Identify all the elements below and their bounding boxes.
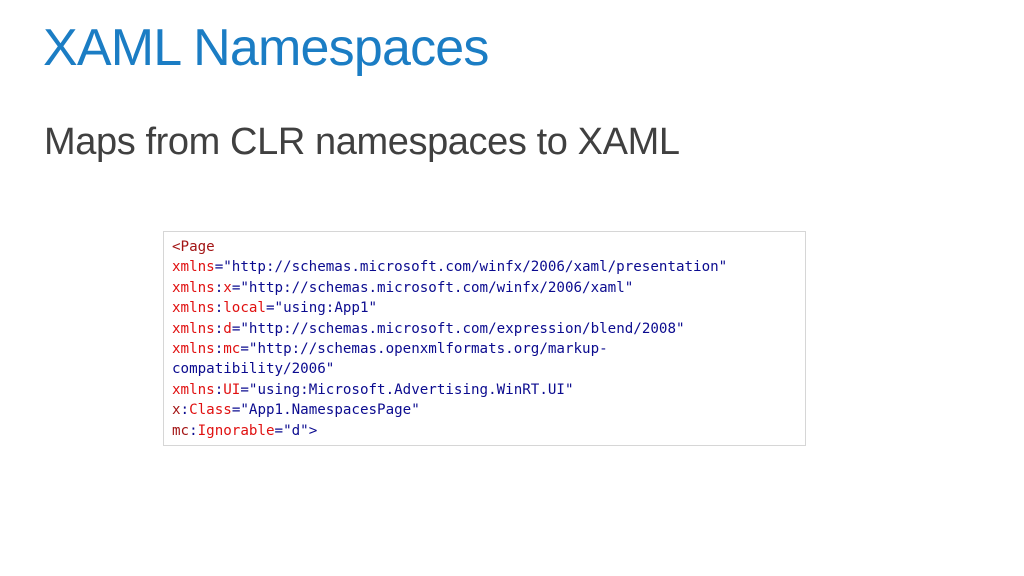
code-line: xmlns:d="http://schemas.microsoft.com/ex… [172, 319, 797, 339]
code-token-attr: xmlns [172, 381, 215, 398]
code-line: xmlns="http://schemas.microsoft.com/winf… [172, 257, 797, 277]
code-token-punct: : [214, 381, 224, 398]
code-token-attr: mc [223, 340, 241, 357]
code-token-punct: > [308, 422, 318, 439]
code-token-punct: = [240, 381, 249, 398]
code-line: xmlns:mc="http://schemas.openxmlformats.… [172, 339, 797, 359]
code-token-attr: xmlns [172, 259, 215, 276]
code-line: <Page [172, 237, 797, 257]
code-token-punct: = [231, 320, 241, 337]
code-token-punct: = [274, 422, 284, 439]
slide-title: XAML Namespaces [43, 19, 489, 77]
code-token-str: "App1.NamespacesPage" [240, 402, 420, 419]
code-token-attr: xmlns [172, 279, 215, 296]
code-token-punct: = [231, 279, 241, 296]
code-token-punct: = [265, 300, 275, 317]
code-line: xmlns:local="using:App1" [172, 298, 797, 318]
code-token-str: "using:Microsoft.Advertising.WinRT.UI" [248, 381, 574, 398]
code-token-tag: <Page [172, 239, 215, 255]
code-token-punct: = [231, 402, 241, 419]
code-token-punct: = [214, 259, 224, 276]
code-token-punct: : [180, 402, 190, 419]
code-token-attr: UI [223, 381, 241, 398]
slide-subtitle: Maps from CLR namespaces to XAML [44, 121, 680, 163]
code-line: mc:Ignorable="d"> [172, 421, 797, 441]
code-line: compatibility/2006" [172, 359, 797, 379]
code-token-attr: Ignorable [197, 422, 275, 439]
code-token-str: "using:App1" [274, 300, 378, 317]
code-token-prefix: x [172, 402, 181, 419]
code-token-punct: : [214, 340, 224, 357]
code-token-str: "http://schemas.openxmlformats.org/marku… [248, 340, 608, 357]
code-token-attr: d [223, 320, 232, 337]
code-token-punct: : [214, 320, 224, 337]
code-token-str: "http://schemas.microsoft.com/expression… [240, 320, 685, 337]
code-token-attr: local [223, 300, 266, 317]
code-token-str: "d" [283, 422, 309, 439]
code-token-attr: xmlns [172, 340, 215, 357]
code-token-attr: xmlns [172, 300, 215, 317]
code-token-attr: x [223, 279, 232, 296]
code-token-punct: = [240, 340, 249, 357]
code-token-punct: : [214, 279, 224, 296]
code-token-str: "http://schemas.microsoft.com/winfx/2006… [240, 279, 634, 296]
code-line: xmlns:UI="using:Microsoft.Advertising.Wi… [172, 380, 797, 400]
code-line: x:Class="App1.NamespacesPage" [172, 400, 797, 420]
code-token-attr: xmlns [172, 320, 215, 337]
code-token-punct: : [214, 300, 224, 317]
code-token-punct: : [189, 422, 198, 439]
code-token-str: "http://schemas.microsoft.com/winfx/2006… [223, 259, 728, 276]
code-token-attr: Class [189, 402, 232, 419]
code-line: xmlns:x="http://schemas.microsoft.com/wi… [172, 278, 797, 298]
code-token-str: compatibility/2006" [172, 361, 335, 378]
code-token-prefix: mc [172, 422, 190, 439]
